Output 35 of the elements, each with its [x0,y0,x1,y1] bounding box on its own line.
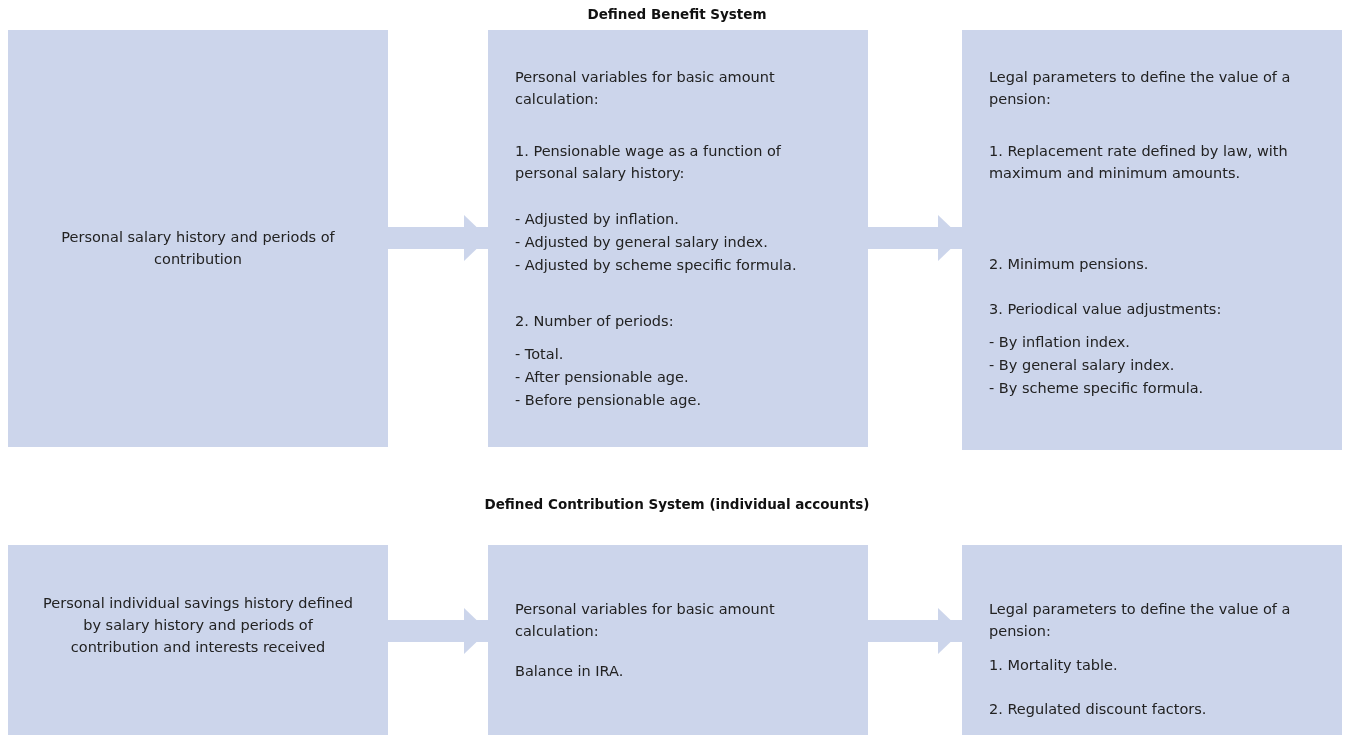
block-arrow [868,608,962,654]
box-text: - By inflation index. [989,333,1131,352]
box-text: - After pensionable age. [515,368,690,387]
box-text: 1. Mortality table. [989,656,1119,675]
box-text: 2. Number of periods: [515,312,675,331]
box-text: - Adjusted by scheme specific formula. [515,256,798,275]
section-heading: Defined Contribution System (individual accounts) [483,496,871,513]
text-box [488,545,868,735]
box-text: 1. Pensionable wage as a function of personal salary history: [515,142,782,183]
box-text: Legal parameters to define the value of a pension: [989,600,1292,641]
text-box [8,545,388,735]
box-text: Personal individual savings history defined by salary history and periods of contribution and interests received [42,594,354,657]
box-text: 1. Replacement rate defined by law, with maximum and minimum amounts. [989,142,1289,183]
text-box [8,30,388,447]
text-box [962,545,1342,735]
box-text: - Adjusted by general salary index. [515,233,769,252]
box-text: 2. Regulated discount factors. [989,700,1208,719]
box-text: 3. Periodical value adjustments: [989,300,1223,319]
text-box [488,30,868,447]
box-text: - Before pensionable age. [515,391,703,410]
box-text: Legal parameters to define the value of a pension: [989,68,1292,109]
box-text: - By scheme specific formula. [989,379,1205,398]
block-arrow [388,215,488,261]
box-text: - Adjusted by inflation. [515,210,680,229]
box-text: 2. Minimum pensions. [989,255,1150,274]
block-arrow [388,608,488,654]
box-text: - By general salary index. [989,356,1176,375]
box-text: - Total. [515,345,565,364]
section-heading: Defined Benefit System [586,6,768,23]
box-text: Personal variables for basic amount calculation: [515,600,776,641]
block-arrow [868,215,962,261]
box-text: Balance in IRA. [515,662,625,681]
box-text: Personal variables for basic amount calculation: [515,68,776,109]
text-box [962,30,1342,450]
box-text: Personal salary history and periods of contribution [60,228,336,269]
